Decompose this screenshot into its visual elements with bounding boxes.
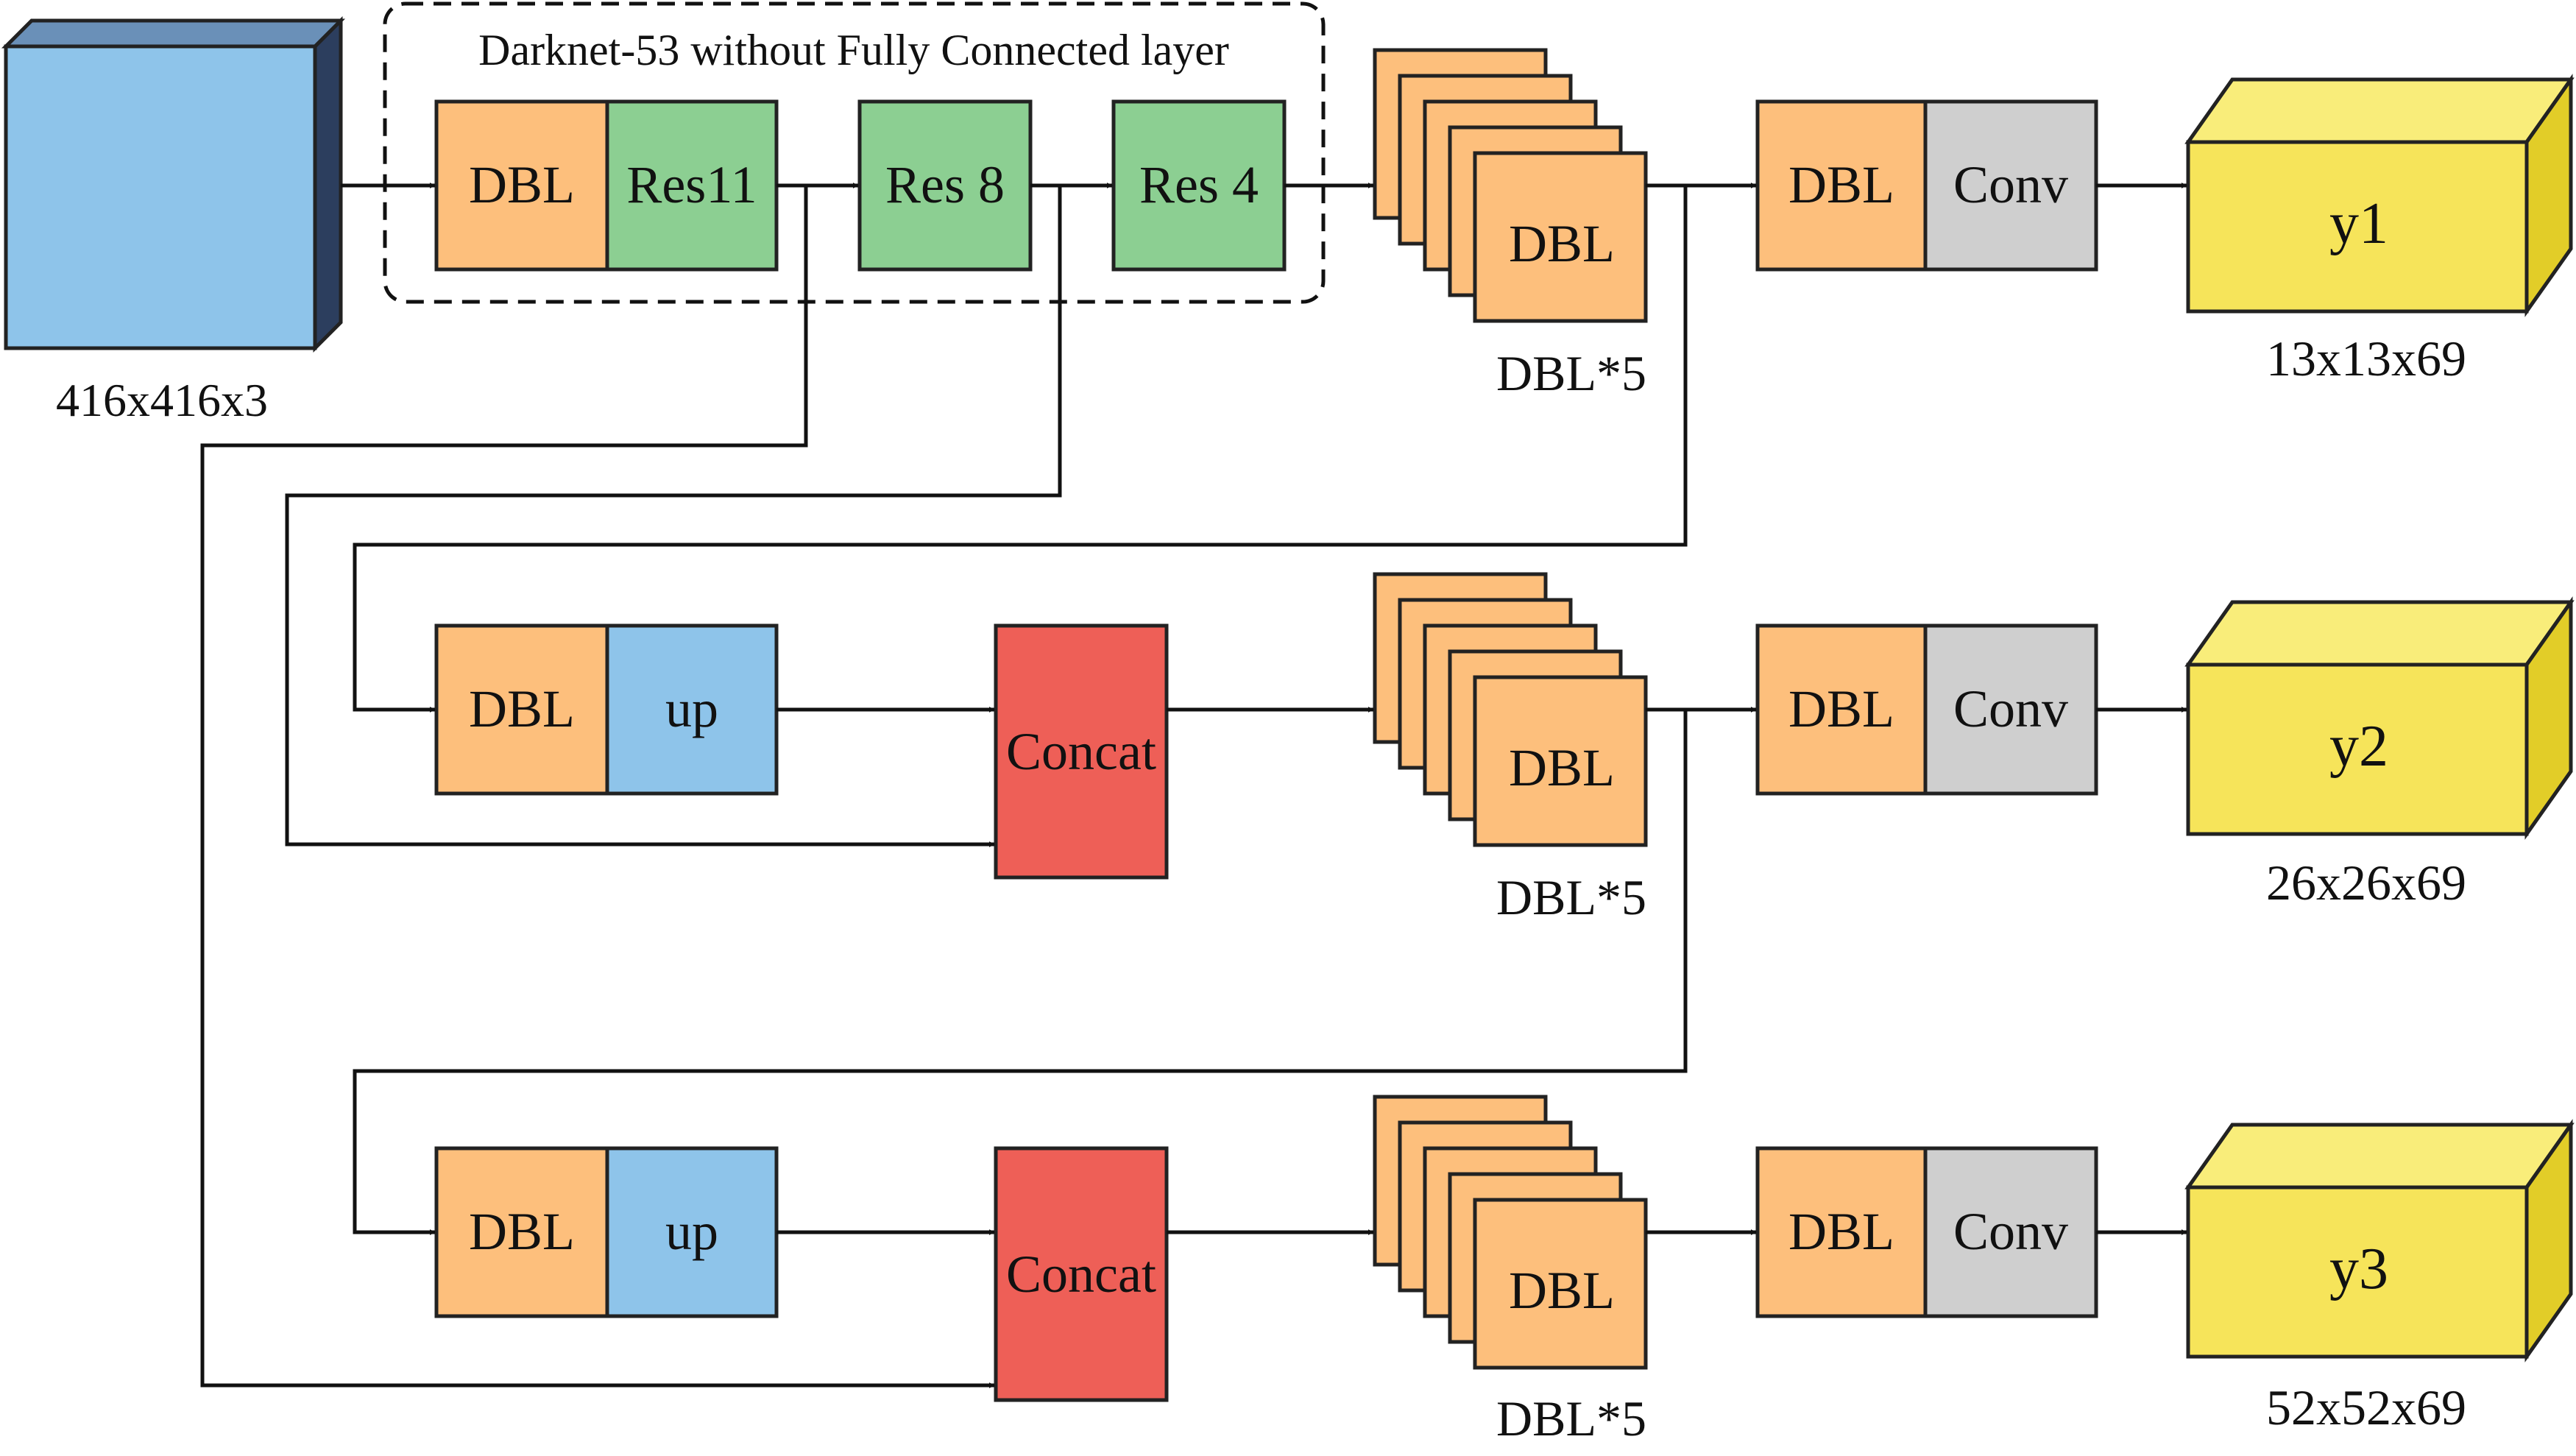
- route-dbl5-1-to-branch-2: [353, 185, 1688, 713]
- dbl5-stack-3: DBL: [1373, 1095, 1648, 1370]
- dbl5-caption-1: DBL*5: [1496, 345, 1646, 401]
- output-cube-y3: [2184, 1119, 2575, 1363]
- branch-3-up-label: up: [665, 1202, 718, 1261]
- branch-3-up-block: [605, 1146, 779, 1318]
- backbone-row: DBL Res11 Res 8 Res 4: [434, 99, 1287, 272]
- branch-3-dbl-block: [434, 1146, 609, 1318]
- branch-3: DBL up Concat: [434, 1146, 1169, 1402]
- output-name-y3: y3: [2329, 1237, 2388, 1301]
- output-cube-y1: [2184, 74, 2575, 317]
- dbl5-caption-2: DBL*5: [1496, 869, 1646, 925]
- res11-block: [605, 99, 779, 272]
- route-dbl5-2-to-branch-3: [353, 710, 1688, 1235]
- dbl5-caption-3: DBL*5: [1496, 1390, 1646, 1446]
- input-tensor: [1, 15, 346, 353]
- output-size-y1: 13x13x69: [2266, 331, 2466, 386]
- head-3: DBL Conv: [1755, 1146, 2098, 1318]
- head-1-dbl-block: [1755, 99, 1928, 272]
- backbone-dbl-label: DBL: [469, 155, 575, 214]
- head-1: DBL Conv: [1755, 99, 2098, 272]
- concat-block-2: [994, 1146, 1169, 1402]
- head-3-dbl-block: [1755, 1146, 1928, 1318]
- output-size-y3: 52x52x69: [2266, 1379, 2466, 1435]
- branch-2-dbl-label: DBL: [469, 679, 575, 738]
- concat-label-2: Concat: [1006, 1245, 1156, 1304]
- branch-3-dbl-label: DBL: [469, 1202, 575, 1261]
- head-2-dbl-label: DBL: [1788, 679, 1894, 738]
- res8-block: [857, 99, 1033, 272]
- head-2-conv-block: [1923, 623, 2098, 796]
- output-cube-y2: [2184, 596, 2575, 840]
- res11-label: Res11: [626, 155, 757, 214]
- dbl5-stack-3-dbl-label: DBL: [1509, 1261, 1615, 1320]
- dbl5-stack-2: DBL: [1373, 572, 1648, 847]
- output-name-y1: y1: [2329, 191, 2388, 256]
- branch-2-up-label: up: [665, 679, 718, 738]
- head-1-conv-block: [1923, 99, 2098, 272]
- skip-res8-to-concat-1: [285, 185, 1062, 847]
- input-cube-side: [313, 15, 343, 353]
- concat-block-1: [994, 623, 1169, 880]
- head-3-conv-label: Conv: [1953, 1202, 2068, 1261]
- dbl5-stack-2-dbl-label: DBL: [1509, 738, 1615, 797]
- connections: [200, 183, 2187, 1388]
- res8-label: Res 8: [885, 155, 1005, 214]
- branch-2: DBL up Concat: [434, 623, 1169, 880]
- dbl5-stack-1-dbl-label: DBL: [1509, 214, 1615, 273]
- skip-res11-to-concat-2: [200, 185, 995, 1388]
- head-1-dbl-label: DBL: [1788, 155, 1894, 214]
- dbl5-stack-1: DBL: [1373, 48, 1648, 323]
- input-size-label: 416x416x3: [56, 374, 268, 426]
- output-size-y2: 26x26x69: [2266, 855, 2466, 911]
- head-2: DBL Conv: [1755, 623, 2098, 796]
- head-2-conv-label: Conv: [1953, 679, 2068, 738]
- output-name-y2: y2: [2329, 714, 2388, 779]
- backbone-title: Darknet-53 without Fully Connected layer: [478, 26, 1229, 74]
- input-cube-front: [4, 44, 317, 350]
- head-3-dbl-label: DBL: [1788, 1202, 1894, 1261]
- res4-label: Res 4: [1139, 155, 1259, 214]
- head-1-conv-label: Conv: [1953, 155, 2068, 214]
- concat-label-1: Concat: [1006, 722, 1156, 781]
- input-cube-top: [1, 18, 346, 49]
- branch-2-dbl-block: [434, 623, 609, 796]
- backbone-container: [383, 1, 1326, 304]
